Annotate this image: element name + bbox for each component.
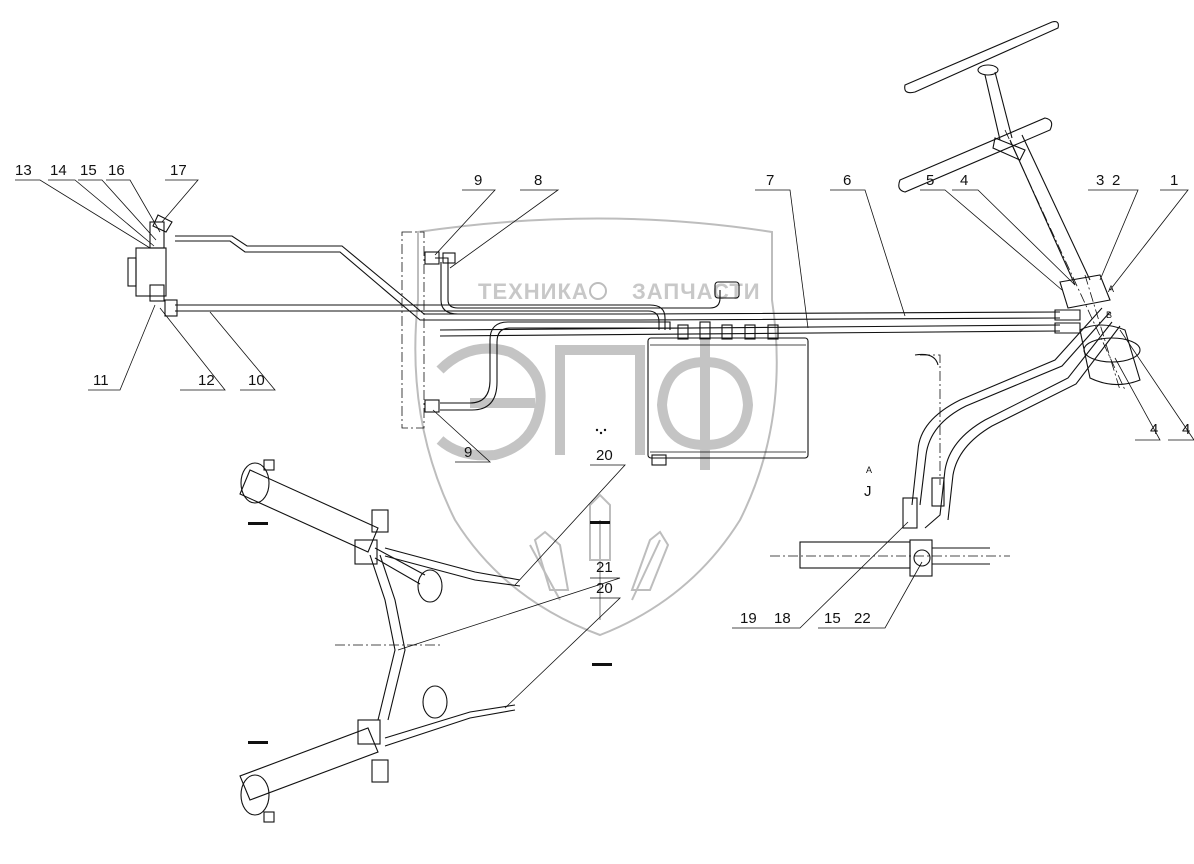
- steering-metering-unit: [1079, 324, 1141, 386]
- steering-cylinders: [239, 459, 612, 823]
- callout-16: 16: [108, 162, 125, 179]
- lower-cylinder: [239, 727, 379, 801]
- steering-axis-line: [1004, 129, 1126, 391]
- callout-17: 17: [170, 162, 187, 179]
- callout-13: 13: [15, 162, 32, 179]
- callout-2: 2: [1112, 172, 1120, 189]
- callout-12: 12: [198, 372, 215, 389]
- pipe-line-21: [369, 554, 396, 721]
- steering-wheel-rim: [904, 21, 1059, 94]
- fitting-9-upper: [424, 251, 440, 265]
- fitting-16: [149, 221, 165, 249]
- callout-20-upper: 20: [596, 447, 613, 464]
- callout-4-top: 4: [960, 172, 968, 189]
- fitting-17: [152, 214, 173, 233]
- watermark-wheat: [529, 493, 670, 620]
- mounting-bracket: [401, 231, 425, 429]
- callout-22: 22: [854, 610, 871, 627]
- pipe-lines: [127, 214, 1121, 529]
- tank-filler-cap: [714, 281, 740, 299]
- pipe-line-20-lower: [384, 704, 516, 739]
- watermark-brand-text-2: ЗАПЧАСТИ: [632, 279, 761, 304]
- leader-lines: [15, 179, 1194, 709]
- callout-11: 11: [93, 372, 109, 389]
- steering-column-lower: [1009, 134, 1091, 286]
- pipe-line-steering-down: [911, 307, 1103, 506]
- callout-20-lower: 20: [596, 580, 613, 597]
- callout-18: 18: [774, 610, 791, 627]
- callout-9-lower: 9: [464, 444, 472, 461]
- steering-wheel-hub: [977, 64, 999, 76]
- port-b-label: B: [1106, 310, 1112, 320]
- fitting-18-19: [902, 497, 918, 529]
- callout-7: 7: [766, 172, 774, 189]
- callout-15-right: 15: [824, 610, 841, 627]
- view-a-label: A: [866, 465, 872, 475]
- callout-3: 3: [1096, 172, 1104, 189]
- callout-4-right: 4: [1182, 421, 1190, 438]
- callout-8: 8: [534, 172, 542, 189]
- pipe-line-10: [175, 304, 666, 330]
- pipe-line-9-loop: [440, 321, 671, 404]
- fitting-15-22: [913, 549, 931, 567]
- callout-4-mid: 4: [1150, 421, 1158, 438]
- callout-5: 5: [926, 172, 934, 189]
- callout-9-upper: 9: [474, 172, 482, 189]
- pipe-line-20-upper: [384, 547, 521, 581]
- callout-numbers: 13 14 15 16 17 11 12 10 9 8 7 6 5 4 3 2 …: [15, 162, 1190, 627]
- steering-lever: [898, 117, 1053, 193]
- callout-1: 1: [1170, 172, 1178, 189]
- callout-19: 19: [740, 610, 757, 627]
- fitting-11: [149, 284, 165, 302]
- watermark-logo-letters: [436, 340, 754, 470]
- upper-cylinder: [239, 469, 379, 553]
- axle-cylinder-body: [799, 541, 911, 569]
- axle-cylinder-view-a: A J: [770, 465, 1010, 577]
- fitting-9-lower: [424, 399, 440, 413]
- valve-block-left: [127, 257, 137, 287]
- steering-column-upper: [984, 71, 1013, 141]
- hydraulic-tank: [595, 281, 809, 466]
- fitting-12: [164, 299, 178, 317]
- view-a-mark: J: [864, 483, 872, 500]
- steering-wheel-assembly: A B: [898, 21, 1141, 391]
- watermark-shield: [414, 217, 778, 637]
- callout-15-left: 15: [80, 162, 97, 179]
- watermark: ТЕХНИКА ЗАПЧАСТИ: [414, 217, 778, 637]
- tank-body: [647, 337, 809, 459]
- pipe-line-7: [439, 324, 1061, 331]
- pipe-line-6: [175, 240, 1061, 321]
- gear-icon: [589, 282, 607, 300]
- callout-21: 21: [596, 559, 613, 576]
- pipe-line-8: [435, 257, 721, 309]
- callout-14: 14: [50, 162, 67, 179]
- callout-6: 6: [843, 172, 851, 189]
- steering-unit-block: [1059, 274, 1111, 309]
- watermark-brand-text: ТЕХНИКА: [478, 279, 589, 304]
- callout-10: 10: [248, 372, 265, 389]
